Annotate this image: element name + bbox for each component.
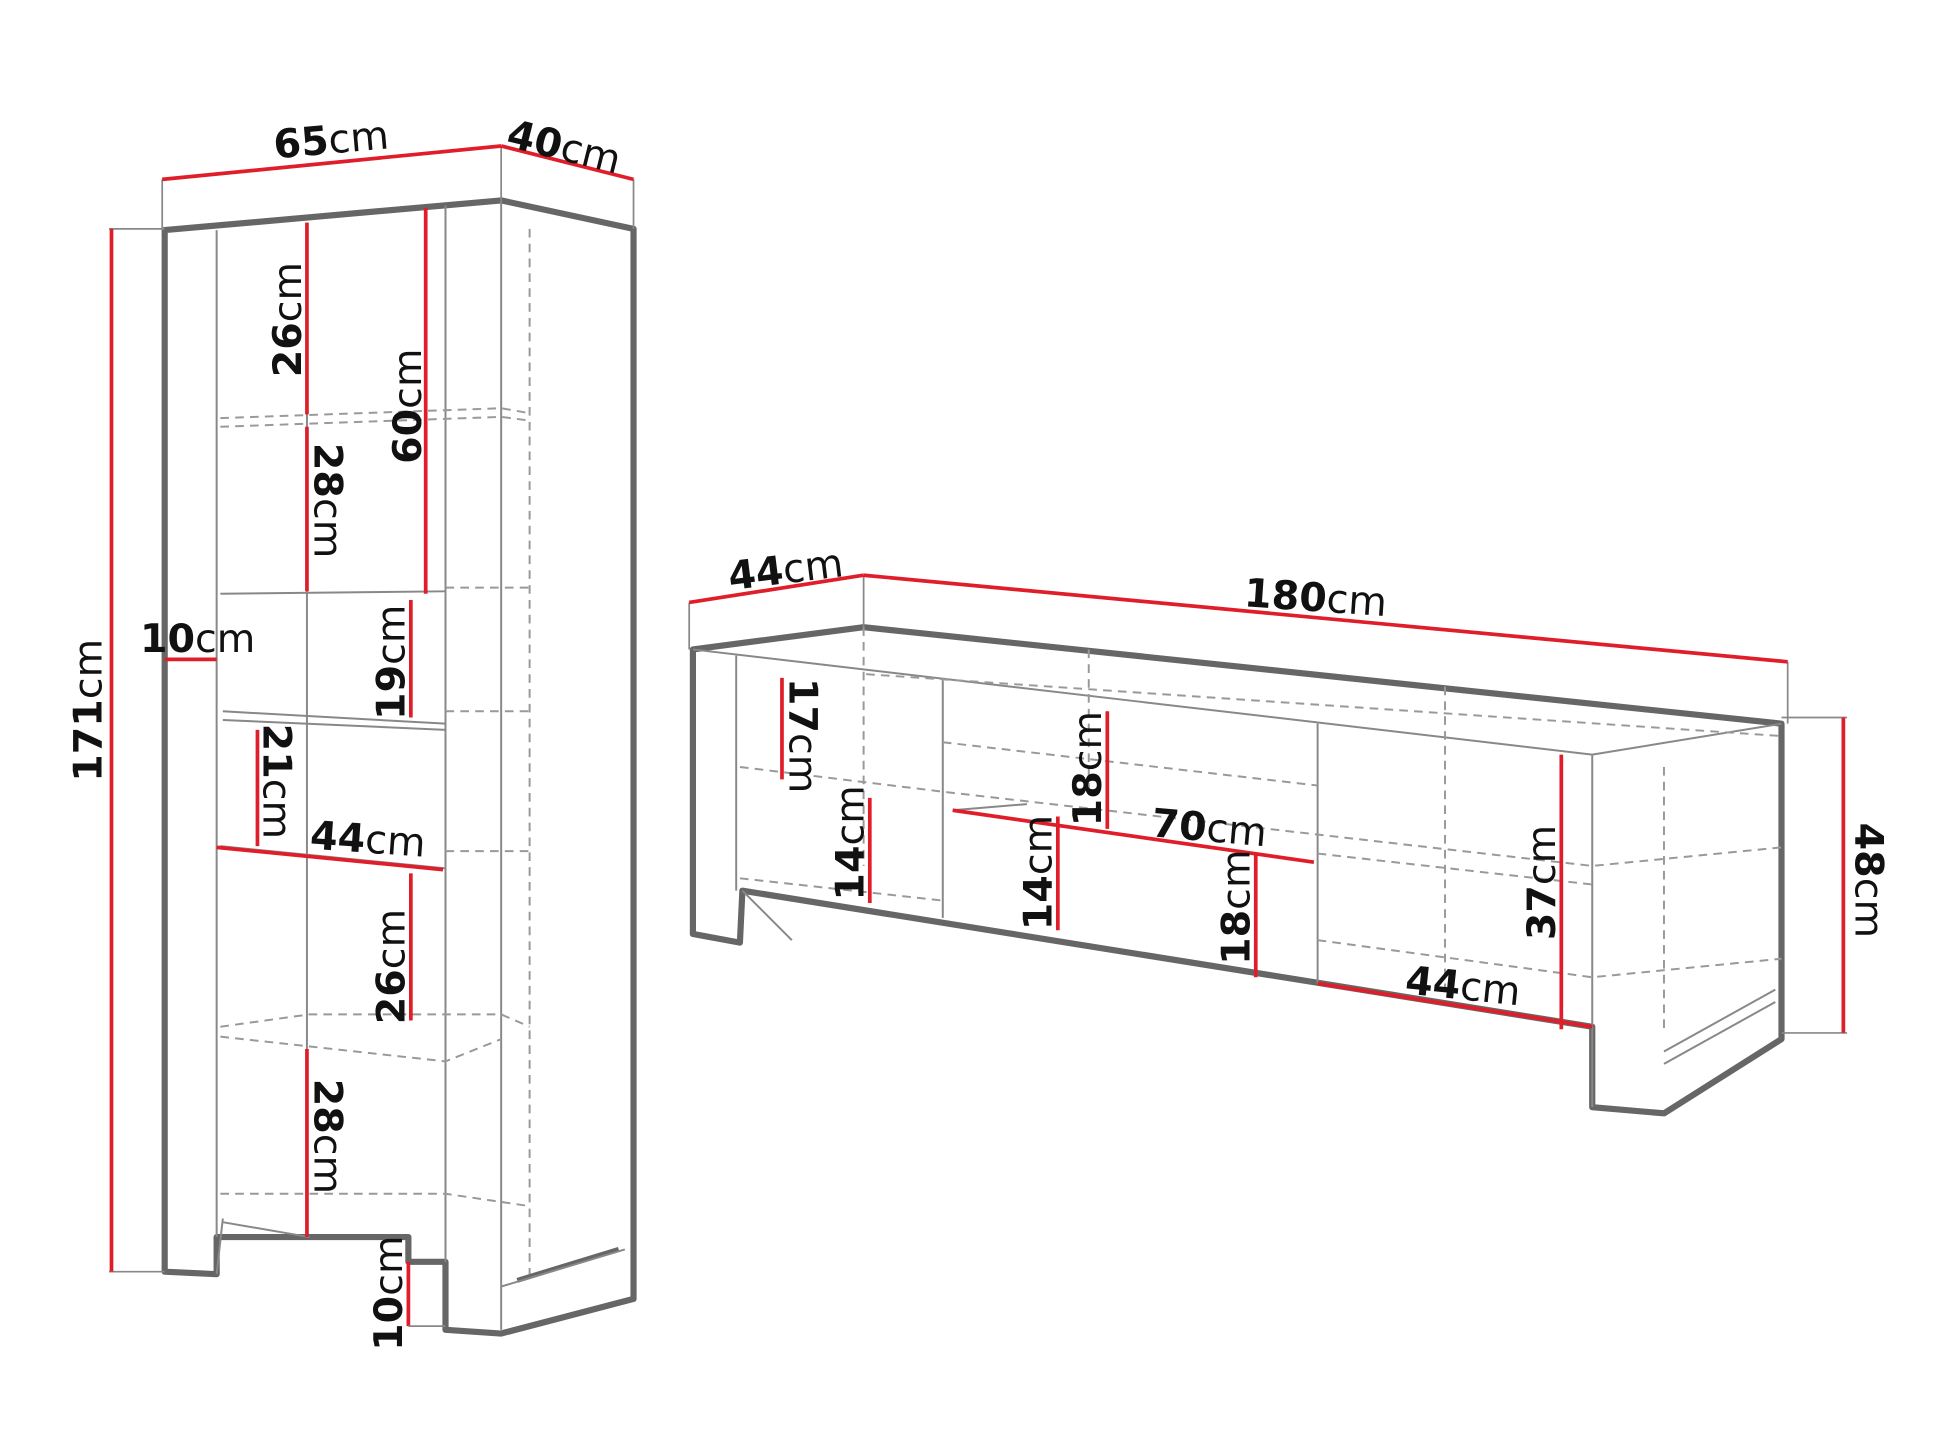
tv-stand-right-width-label: 44cm <box>1403 958 1523 1016</box>
tv-stand-left-top-label: 17cm <box>779 678 825 793</box>
bookcase-lower-compartment-label: 26cm <box>369 909 415 1024</box>
bookcase-glass-section-label: 60cm <box>385 348 431 463</box>
bookcase-height-label: 171cm <box>66 639 112 782</box>
bookcase-side-panel-label: 10cm <box>140 616 255 662</box>
tv-stand-center-drawer-label: 18cm <box>1214 849 1260 964</box>
bookcase-open-niche-label: 19cm <box>369 605 415 720</box>
bookcase-top-compartment-label: 26cm <box>265 262 311 377</box>
bookcase-second-compartment-label: 28cm <box>304 443 350 558</box>
tv-stand-drawing <box>688 573 1848 1117</box>
tv-stand-width-label: 180cm <box>1243 570 1389 626</box>
tv-stand-center-low-label: 14cm <box>1016 815 1062 930</box>
tv-stand-right-compartment-label: 37cm <box>1519 825 1565 940</box>
bookcase-width-label: 65cm <box>272 112 391 168</box>
tv-stand-left-bottom-label: 14cm <box>828 785 874 900</box>
tv-stand-height-label: 48cm <box>1846 823 1892 938</box>
bookcase-leg-height-label: 10cm <box>366 1235 412 1350</box>
bookcase-drawing <box>109 144 637 1337</box>
tv-stand-drawer-width-label: 70cm <box>1150 800 1269 856</box>
bookcase-inner-width-label: 44cm <box>309 813 427 867</box>
bookcase-fourth-compartment-label: 21cm <box>254 724 300 839</box>
tv-stand-drawer-top-label: 18cm <box>1065 711 1111 826</box>
tv-stand-depth-label: 44cm <box>726 540 846 600</box>
bookcase-depth-label: 40cm <box>502 111 625 184</box>
bookcase-bottom-compartment-label: 28cm <box>304 1079 350 1194</box>
